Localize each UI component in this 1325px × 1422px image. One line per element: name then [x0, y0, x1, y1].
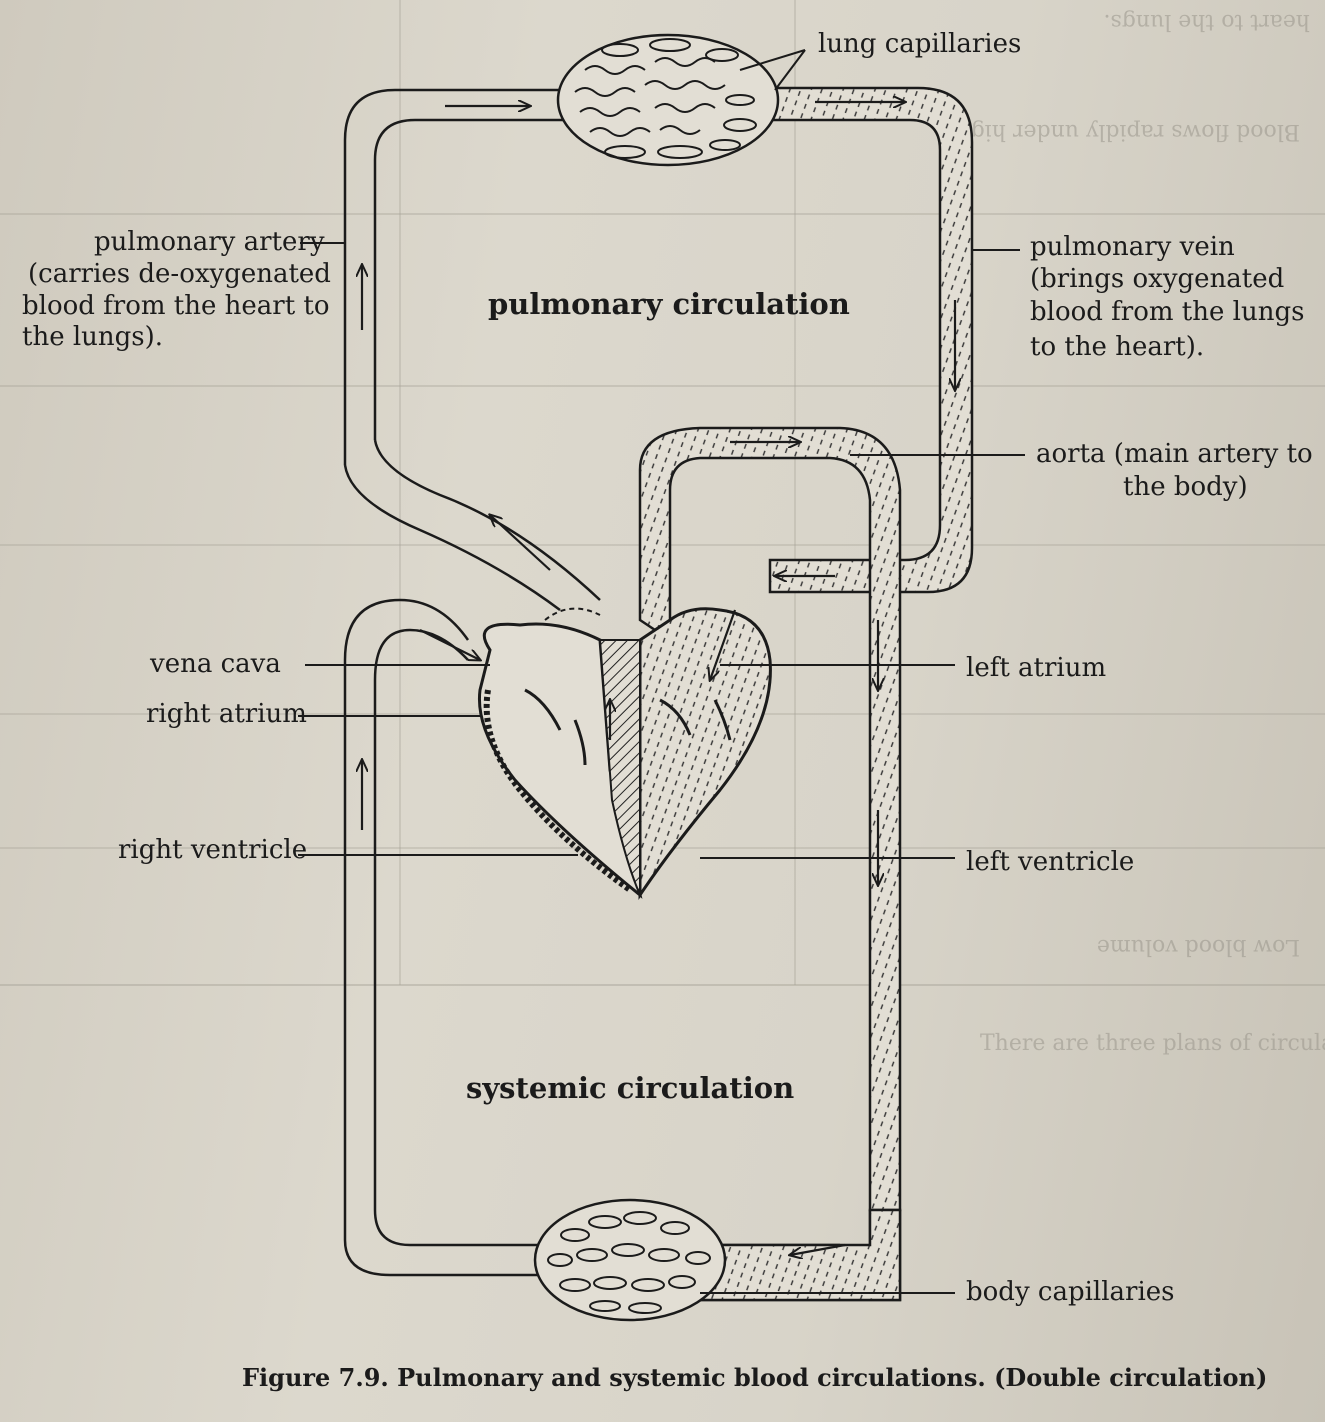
pulmonary-circulation-title: pulmonary circulation — [488, 287, 850, 321]
svg-text:Low blood volume: Low blood volume — [1097, 934, 1300, 959]
label-right-ventricle: right ventricle — [118, 835, 307, 865]
svg-text:(carries de-oxygenated: (carries de-oxygenated — [28, 259, 331, 289]
svg-text:heart to the lungs.: heart to the lungs. — [1104, 9, 1311, 34]
label-right-atrium: right atrium — [146, 699, 307, 729]
bleed-through-text: heart to the lungs. Blood flows rapidly … — [0, 0, 1325, 1056]
aorta-vessel — [638, 426, 902, 1212]
label-lung-capillaries: lung capillaries — [818, 29, 1021, 59]
svg-text:blood from the heart to: blood from the heart to — [22, 291, 330, 321]
body-capillaries-mass — [533, 1198, 727, 1322]
label-pulmonary-vein: pulmonary vein (brings oxygenated blood … — [1030, 232, 1304, 362]
systemic-circulation-title: systemic circulation — [466, 1071, 794, 1105]
lung-capillaries-mass — [556, 33, 780, 167]
svg-text:the body): the body) — [1123, 472, 1248, 502]
svg-text:Blood flows rapidly under high: Blood flows rapidly under high — [956, 119, 1300, 144]
label-aorta: aorta (main artery to the body) — [1036, 439, 1313, 502]
label-pulmonary-artery: pulmonary artery (carries de-oxygenated … — [22, 227, 331, 352]
svg-text:pulmonary artery: pulmonary artery — [94, 227, 325, 257]
label-vena-cava: vena cava — [149, 649, 281, 679]
figure-caption: Figure 7.9. Pulmonary and systemic blood… — [242, 1363, 1267, 1392]
label-body-capillaries: body capillaries — [966, 1277, 1175, 1307]
svg-text:pulmonary vein: pulmonary vein — [1030, 232, 1235, 262]
svg-text:aorta (main artery to: aorta (main artery to — [1036, 439, 1313, 469]
pulmonary-vein-vessel — [768, 86, 974, 594]
svg-text:to the heart).: to the heart). — [1030, 332, 1204, 362]
label-left-ventricle: left ventricle — [966, 847, 1134, 877]
svg-text:blood from the lungs: blood from the lungs — [1030, 297, 1304, 327]
heart — [477, 607, 772, 900]
flow-arrows — [362, 102, 955, 1255]
pulmonary-artery-vessel — [343, 88, 601, 612]
svg-text:the lungs).: the lungs). — [22, 322, 163, 352]
leader-lines — [298, 49, 1025, 1294]
systemic-return-vessel — [698, 1208, 902, 1302]
svg-text:There are three plans of circu: There are three plans of circulation — [980, 1031, 1325, 1056]
label-left-atrium: left atrium — [966, 653, 1106, 683]
svg-text:(brings oxygenated: (brings oxygenated — [1030, 264, 1284, 294]
